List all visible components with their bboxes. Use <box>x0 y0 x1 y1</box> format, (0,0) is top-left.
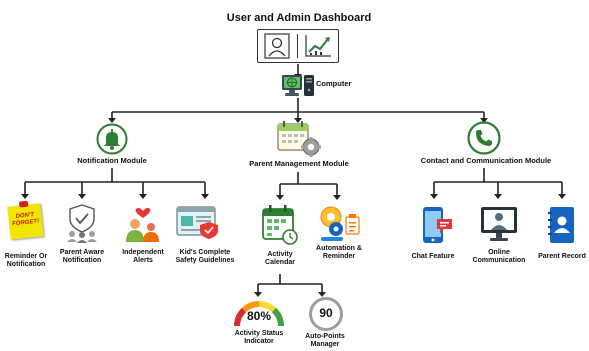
pin-icon <box>18 200 29 208</box>
automation-icon <box>320 206 360 241</box>
calendar-gear-icon <box>277 121 321 157</box>
video-monitor-icon <box>481 207 517 241</box>
bell-icon <box>96 123 128 155</box>
parent-record-label: Parent Record <box>538 253 586 260</box>
independent-alerts-label: Independent Alerts <box>122 249 164 265</box>
parent-aware-label: Parent Aware Notification <box>59 249 105 265</box>
points-value: 90 <box>319 306 333 320</box>
status-gauge-icon <box>234 301 284 327</box>
safety-guidelines-icon <box>176 206 218 239</box>
points-badge: 90 <box>309 297 343 331</box>
reminder-notification-label: Reminder Or Notification <box>4 253 48 269</box>
growth-chart-icon <box>305 35 331 57</box>
computer-icon <box>282 75 314 96</box>
status-gauge-value: 80% <box>246 309 272 323</box>
auto-points-label: Auto-Points Manager <box>305 333 345 349</box>
address-book-icon <box>548 207 574 243</box>
status-indicator-label: Activity Status Indicator <box>234 330 284 346</box>
online-communication-label: Online Communication <box>472 249 526 265</box>
dont-forget-note: DON'T FORGET! <box>7 200 44 240</box>
diagram-title: User and Admin Dashboard <box>226 12 372 24</box>
parent-module-label: Parent Management Module <box>249 159 349 168</box>
independent-alerts-icon <box>126 207 159 242</box>
parent-shield-icon <box>67 204 97 243</box>
automation-reminder-label: Automation & Reminder <box>316 245 362 261</box>
activity-calendar-label: Activity Calendar <box>265 251 295 267</box>
dont-forget-text: DON'T FORGET! <box>11 212 40 228</box>
dashboard-box <box>257 29 339 63</box>
computer-label: Computer <box>316 79 352 88</box>
chat-feature-label: Chat Feature <box>411 253 455 260</box>
chat-phone-icon <box>423 207 452 243</box>
safety-guidelines-label: Kid's Complete Safety Guidelines <box>175 249 235 265</box>
dashboard-divider <box>297 34 298 58</box>
phone-icon <box>467 121 501 155</box>
notification-module-label: Notification Module <box>77 156 147 165</box>
activity-calendar-icon <box>262 205 298 245</box>
contact-module-label: Contact and Communication Module <box>420 156 552 165</box>
user-icon <box>264 33 290 59</box>
